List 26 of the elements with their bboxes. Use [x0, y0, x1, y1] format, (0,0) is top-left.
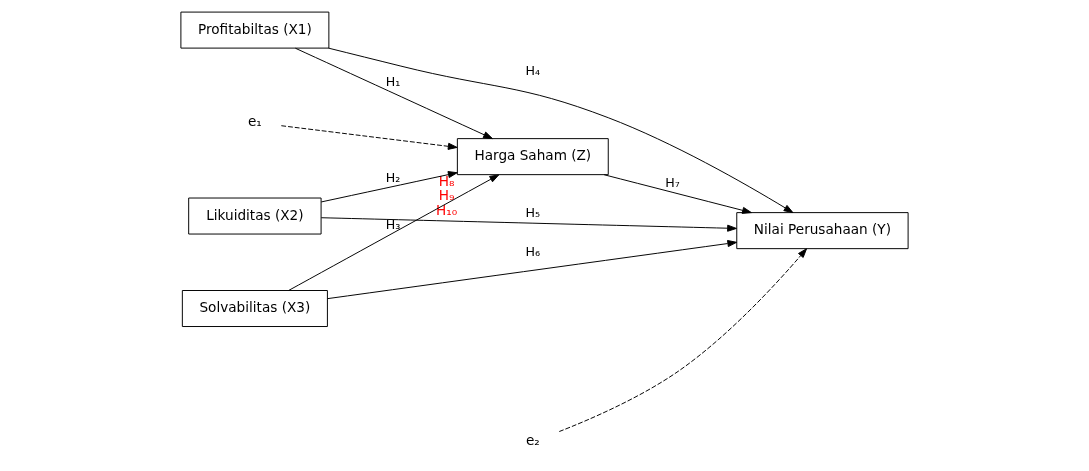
edge-label: H₅ — [525, 205, 541, 221]
node-box: Harga Saham (Z) — [456, 138, 609, 176]
edge-label: H₂ — [385, 170, 401, 186]
arrow — [320, 217, 737, 232]
node-box: Likuiditas (X2) — [188, 197, 322, 235]
node-label: H₁₀ — [435, 201, 458, 218]
arrow — [558, 248, 807, 432]
edge-label: H₆ — [525, 244, 541, 260]
edge-label: H₁ — [385, 73, 401, 89]
arrow — [603, 174, 752, 214]
node-box: Profitabiltas (X1) — [180, 11, 330, 49]
arrow — [294, 47, 493, 140]
node-text: e₁ — [247, 113, 262, 130]
arrow — [320, 171, 458, 203]
arrow — [280, 125, 458, 150]
arrow — [328, 47, 794, 214]
arrow — [288, 174, 500, 291]
edge-label: H₇ — [665, 175, 680, 191]
node-box: Nilai Perusahaan (Y) — [736, 212, 909, 250]
node-label: H₉ — [438, 187, 455, 204]
node-box: Solvabilitas (X3) — [181, 290, 328, 327]
edge-label: H₃ — [385, 217, 401, 233]
arrow — [327, 240, 738, 300]
node-label: H₈ — [438, 172, 455, 189]
node-text: e₂ — [525, 431, 540, 448]
edge-label: H₄ — [525, 63, 541, 79]
